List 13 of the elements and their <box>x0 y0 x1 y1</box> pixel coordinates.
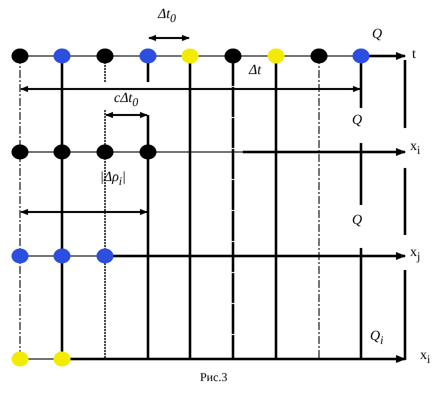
axis-label: t <box>412 48 416 62</box>
axis-label: x$_{i}$ <box>420 349 430 366</box>
time-interval-label: Δt <box>249 64 262 78</box>
q-label: Q <box>372 28 382 42</box>
distance-label: |Δρ$_{i}$| <box>100 171 126 188</box>
q-label: Q <box>352 214 362 228</box>
figure-caption: Рис.3 <box>200 371 228 383</box>
q-label: Q <box>352 114 362 128</box>
distance-label: cΔt$_{0}$ <box>114 92 138 108</box>
axis-label: x$_{i}$ <box>410 140 420 156</box>
axis-label: x$_{j}$ <box>410 246 420 262</box>
q-label: Q$_{i}$ <box>370 330 384 346</box>
time-interval-label: Δt$_{0}$ <box>158 8 176 24</box>
